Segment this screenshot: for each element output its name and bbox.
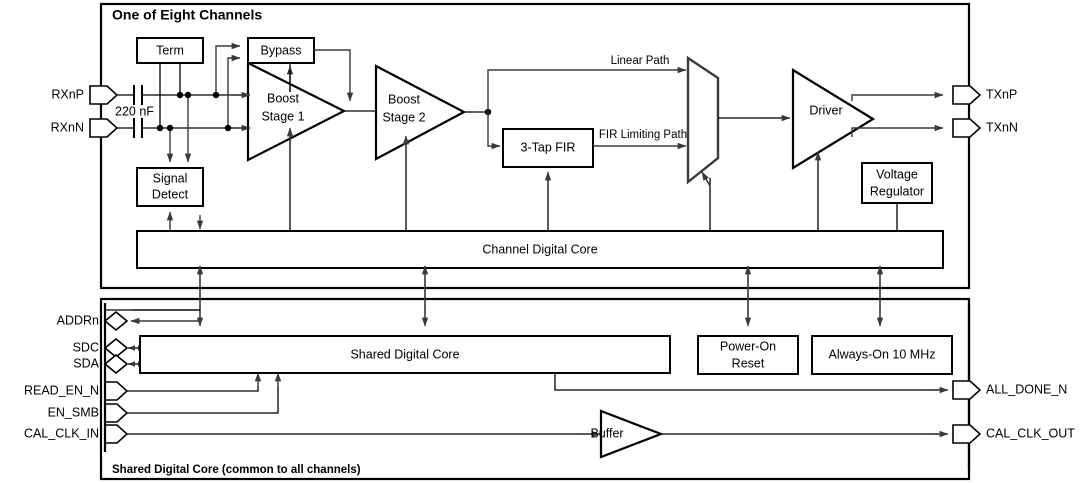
pin-label-txnp: TXnP [986, 87, 1017, 101]
pin-cal-clk-out [952, 424, 982, 444]
pin-label-cal-clk-in: CAL_CLK_IN [24, 426, 99, 440]
pin-sdc [103, 337, 129, 359]
pin-label-sda: SDA [73, 356, 99, 370]
block-boost-stage-1-label-1: Boost [267, 91, 299, 105]
block-3tap-fir [502, 128, 594, 168]
pin-cal-clk-in [104, 424, 129, 444]
block-voltage-regulator-label-1: Voltage [876, 167, 918, 181]
pin-addrn [103, 310, 129, 332]
pin-all-done-n [952, 380, 982, 400]
block-term [136, 37, 204, 64]
block-buffer [599, 409, 665, 459]
pin-rxnn [89, 118, 119, 138]
block-bypass [247, 37, 315, 64]
block-power-on-reset-label-2: Reset [732, 356, 765, 370]
block-3tap-fir-label: 3-Tap FIR [521, 140, 576, 154]
block-path-mux [686, 55, 720, 185]
block-boost-stage-1 [246, 61, 347, 162]
pin-label-rxnn: RXnN [51, 120, 84, 134]
pin-label-read-en-n: READ_EN_N [24, 383, 99, 397]
pin-label-rxnp: RXnP [51, 87, 84, 101]
channel-frame [99, 2, 971, 290]
block-boost-stage-2-label-1: Boost [388, 92, 420, 106]
block-driver-label: Driver [809, 103, 842, 117]
block-buffer-label: Buffer [590, 426, 623, 440]
label-linear-path: Linear Path [611, 55, 670, 67]
block-signal-detect [136, 167, 204, 207]
block-always-on-osc [811, 335, 953, 375]
pin-txnn [952, 118, 982, 138]
block-term-label: Term [156, 43, 184, 57]
pin-label-addrn: ADDRn [57, 313, 99, 327]
shared-frame-title: Shared Digital Core (common to all chann… [112, 464, 361, 476]
pin-txnp [952, 85, 982, 105]
block-bypass-label: Bypass [261, 43, 302, 57]
block-channel-digital-core-label: Channel Digital Core [482, 242, 597, 256]
block-power-on-reset-label-1: Power-On [720, 339, 776, 353]
block-signal-detect-label-2: Detect [152, 187, 189, 201]
block-boost-stage-1-label-2: Stage 1 [261, 109, 304, 123]
pin-sda [103, 353, 129, 375]
pin-rxnp [89, 85, 119, 105]
junction-dot [176, 91, 184, 99]
label-fir-limiting-path: FIR Limiting Path [599, 129, 687, 141]
pin-label-en-smb: EN_SMB [48, 405, 99, 419]
junction-dot [166, 124, 174, 132]
block-boost-stage-2-label-2: Stage 2 [382, 110, 425, 124]
cap-value-label: 220 nF [115, 104, 154, 118]
junction-dot [212, 91, 220, 99]
junction-dot [224, 124, 232, 132]
junction-dot [156, 124, 164, 132]
block-driver [791, 68, 876, 170]
block-power-on-reset [697, 335, 799, 375]
pin-label-cal-clk-out: CAL_CLK_OUT [986, 426, 1075, 440]
block-voltage-regulator-label-2: Regulator [870, 184, 924, 198]
block-always-on-osc-label: Always-On 10 MHz [829, 347, 936, 361]
junction-dot [184, 91, 192, 99]
block-signal-detect-label-1: Signal [153, 171, 188, 185]
block-shared-digital-core-label: Shared Digital Core [350, 347, 459, 361]
pin-label-txnn: TXnN [986, 120, 1018, 134]
shared-frame [99, 297, 971, 481]
channel-frame-title: One of Eight Channels [112, 7, 262, 23]
block-channel-digital-core [136, 230, 944, 269]
pin-en-smb [104, 403, 129, 423]
pin-label-sdc: SDC [73, 340, 99, 354]
block-boost-stage-2 [374, 64, 467, 161]
block-shared-digital-core [139, 335, 671, 374]
pin-read-en-n [104, 381, 129, 401]
pin-label-all-done-n: ALL_DONE_N [986, 382, 1067, 396]
